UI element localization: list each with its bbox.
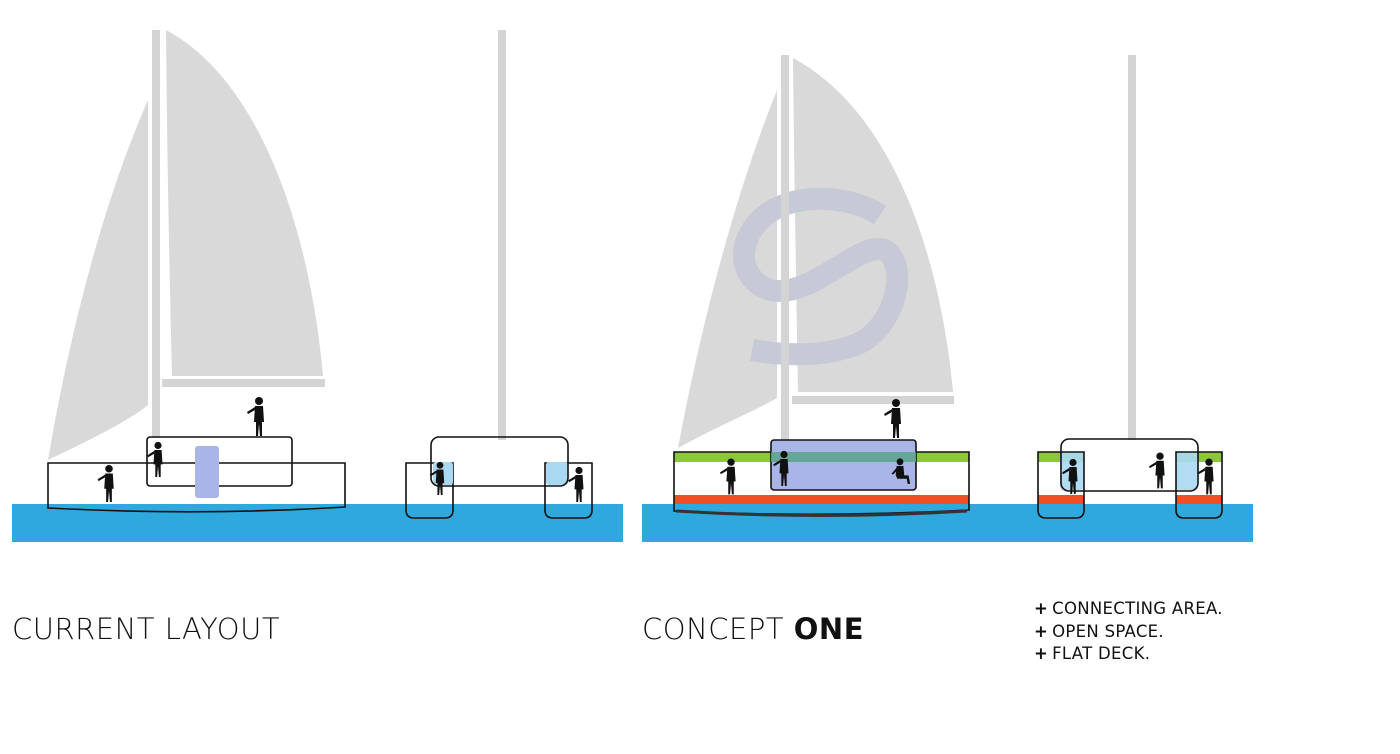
benefit-text: OPEN SPACE. (1052, 621, 1164, 641)
current-side-view (12, 30, 623, 542)
plus-icon: + (1034, 644, 1049, 663)
current-mast (152, 30, 160, 438)
concept-left-hull (1037, 451, 1085, 519)
benefit-text: CONNECTING AREA. (1052, 599, 1223, 618)
concept-main-sail (793, 58, 953, 392)
concept-jib-sail (678, 90, 777, 448)
current-main-sail (166, 30, 323, 376)
current-right-hull (544, 462, 593, 519)
concept-right-red (1176, 495, 1222, 504)
concept-right-green (1176, 452, 1222, 462)
current-front-mast (498, 30, 506, 440)
person-silhouette (429, 461, 445, 495)
concept-bridge-deck (1060, 438, 1199, 492)
person-silhouette (719, 458, 736, 495)
concept-front-mast (1128, 55, 1136, 440)
caption-concept-prefix: CONCEPT (642, 612, 785, 646)
caption-concept-emphasis: ONE (793, 612, 864, 646)
current-jib-sail (48, 100, 148, 460)
person-silhouette (97, 464, 114, 502)
plus-icon: + (1034, 621, 1049, 641)
person-silhouette (568, 466, 584, 502)
caption-concept-one: CONCEPT ONE (642, 612, 864, 646)
current-hull (47, 462, 346, 513)
concept-cabin-green-overlap (771, 452, 916, 462)
concept-cabin (770, 439, 917, 491)
concept-left-red (1038, 495, 1084, 504)
concept-mast (781, 55, 789, 450)
benefits-list: +CONNECTING AREA. +OPEN SPACE. +FLAT DEC… (1034, 598, 1223, 666)
current-right-hull-fill (546, 462, 568, 485)
person-silhouette (247, 397, 264, 436)
person-silhouette (1148, 452, 1165, 489)
plus-icon: + (1034, 599, 1049, 618)
list-item: +CONNECTING AREA. (1034, 598, 1223, 621)
current-bridge-deck (430, 436, 569, 487)
concept-side-view (642, 55, 1253, 542)
concept-front-view (1037, 55, 1223, 519)
caption-current-layout: CURRENT LAYOUT (12, 612, 281, 646)
person-silhouette (884, 399, 901, 438)
list-item: +OPEN SPACE. (1034, 621, 1223, 644)
current-cabin (146, 436, 293, 487)
concept-right-hull-fill (1176, 452, 1198, 490)
sail-logo-mark (733, 187, 909, 366)
current-interior-highlight (195, 446, 219, 498)
concept-water (642, 504, 1253, 542)
current-left-hull (405, 462, 454, 519)
person-silhouette (1197, 458, 1214, 495)
concept-right-hull (1175, 451, 1223, 519)
current-front-view (405, 30, 593, 519)
list-item: +FLAT DECK. (1034, 643, 1223, 666)
concept-boom (792, 396, 954, 404)
benefit-text: FLAT DECK. (1052, 644, 1151, 663)
concept-deck-red-band (674, 495, 969, 504)
concept-keel-line (675, 509, 968, 517)
current-boom (162, 379, 325, 387)
